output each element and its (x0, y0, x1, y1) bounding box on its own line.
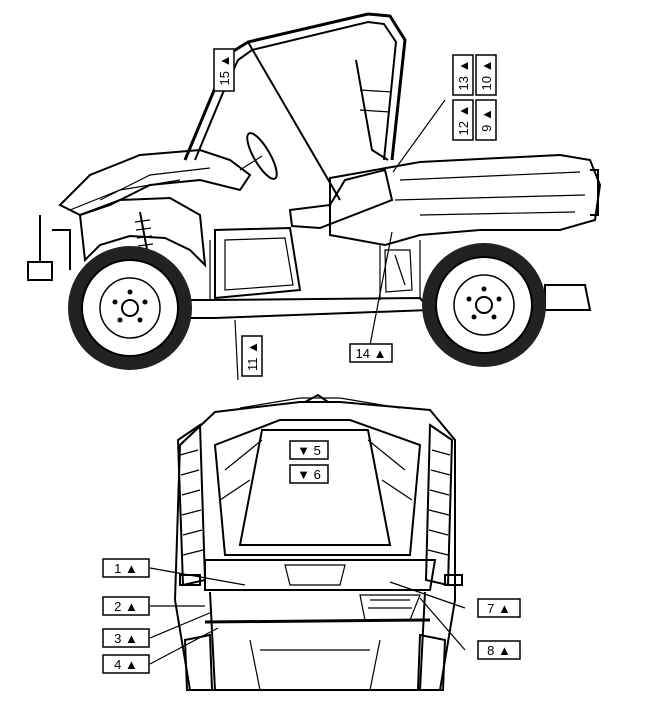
svg-text:1 ▲: 1 ▲ (114, 561, 138, 576)
leader-12-13 (392, 99, 446, 173)
svg-text:15 ▲: 15 ▲ (217, 55, 232, 86)
callout-6: ▼ 6 (289, 464, 329, 484)
svg-text:2 ▲: 2 ▲ (114, 599, 138, 614)
callout-5: ▼ 5 (289, 440, 329, 460)
svg-text:9 ▲: 9 ▲ (479, 108, 494, 132)
callout-8: 8 ▲ (477, 640, 521, 660)
front-view-vehicle (149, 393, 466, 691)
left-tire-tread (176, 423, 207, 587)
callout-1: 1 ▲ (102, 558, 150, 578)
callout-12: 12 ▲ (452, 99, 474, 141)
callout-11: 11 ▲ (241, 335, 263, 377)
callout-7: 7 ▲ (477, 598, 521, 618)
rear-hitch (544, 284, 592, 311)
bull-bar (204, 618, 431, 624)
callout-4: 4 ▲ (102, 654, 150, 674)
door-panel (214, 226, 302, 300)
leader-3 (149, 611, 213, 639)
svg-text:14 ▲: 14 ▲ (356, 346, 387, 361)
rear-wheel (422, 243, 546, 367)
svg-text:11 ▲: 11 ▲ (245, 341, 260, 371)
leader-4 (149, 627, 219, 665)
cargo-bed (329, 153, 602, 247)
svg-text:8 ▲: 8 ▲ (487, 643, 511, 658)
front-fender (78, 196, 207, 268)
leader-11 (234, 319, 239, 381)
svg-text:13 ▲: 13 ▲ (456, 60, 471, 91)
leader-1 (149, 567, 246, 586)
front-hood (213, 419, 422, 556)
seat (288, 168, 394, 230)
svg-text:10 ▲: 10 ▲ (479, 60, 494, 91)
side-view-vehicle (27, 12, 602, 381)
roll-cage-brace (247, 41, 341, 201)
svg-text:▼ 5: ▼ 5 (297, 443, 321, 458)
callout-10: 10 ▲ (475, 54, 497, 96)
callout-2: 2 ▲ (102, 596, 150, 616)
front-bumper (27, 261, 53, 281)
callout-13: 13 ▲ (452, 54, 474, 96)
leader-8 (419, 597, 466, 651)
callout-15: 15 ▲ (213, 48, 235, 92)
callout-3: 3 ▲ (102, 628, 150, 648)
svg-text:▼ 6: ▼ 6 (297, 467, 321, 482)
front-wheel (68, 246, 192, 370)
leader-14 (369, 231, 393, 346)
svg-text:4 ▲: 4 ▲ (114, 657, 138, 672)
svg-text:12 ▲: 12 ▲ (456, 105, 471, 136)
svg-text:3 ▲: 3 ▲ (114, 631, 138, 646)
callout-14: 14 ▲ (349, 343, 393, 363)
hood-center-panel (238, 429, 392, 546)
right-lower-tire (416, 633, 447, 691)
svg-text:7 ▲: 7 ▲ (487, 601, 511, 616)
top-light (304, 393, 329, 403)
hood (58, 148, 252, 217)
callout-9: 9 ▲ (475, 99, 497, 141)
leader-7 (389, 581, 466, 609)
front-grille (204, 559, 437, 591)
